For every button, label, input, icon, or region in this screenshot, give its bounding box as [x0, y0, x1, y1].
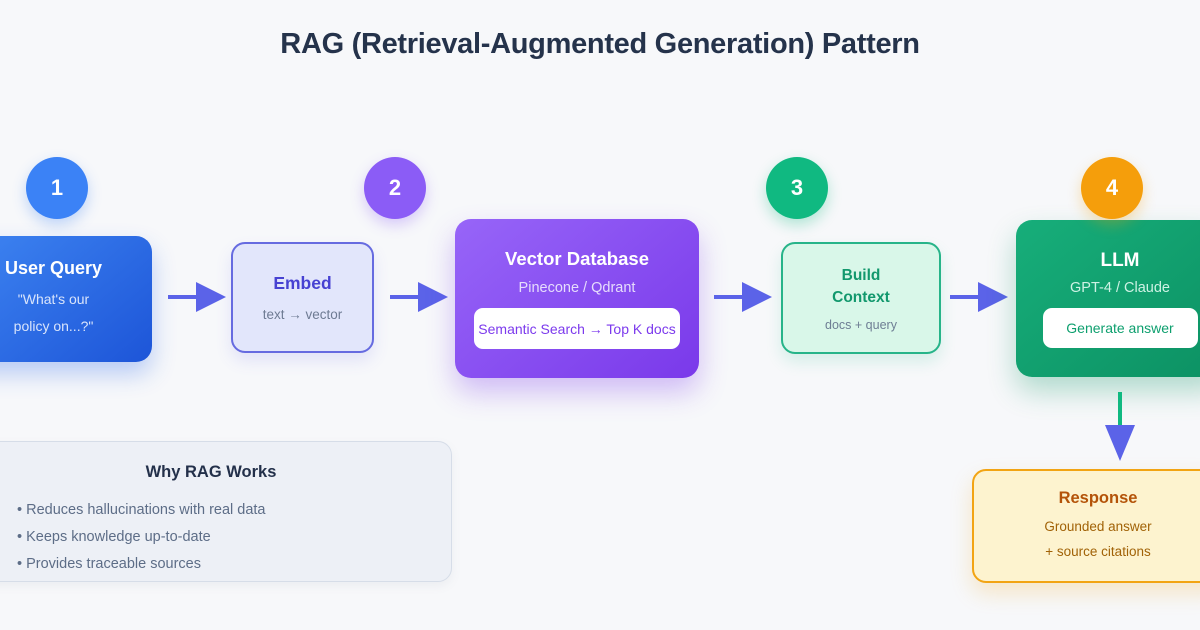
step-badge-3-number: 3: [790, 175, 804, 200]
node-llm-pill: Generate answer: [1042, 307, 1198, 348]
flow-arrow-3-icon: [714, 281, 772, 318]
node-vector-database-pill: Semantic Search → Top K docs: [474, 308, 680, 349]
why-rag-works-bullet-2: • Keeps knowledge up-to-date: [17, 529, 211, 545]
node-embed: Embed text → vector: [231, 242, 374, 353]
node-embed-title: Embed: [273, 273, 332, 293]
node-user-query-subtitle-line2: policy on...?": [13, 318, 94, 334]
node-llm: LLM GPT-4 / Claude Generate answer: [1016, 220, 1200, 377]
node-response-subtitle-line1: Grounded answer: [1044, 518, 1152, 534]
node-user-query-subtitle-line1: "What's our: [17, 291, 90, 307]
node-build-context-subtitle: docs + query: [825, 317, 897, 332]
node-llm-subtitle: GPT-4 / Claude: [1070, 279, 1170, 296]
why-rag-works-bullet-1: • Reduces hallucinations with real data: [17, 502, 266, 518]
node-build-context-title-line2: Context: [832, 288, 890, 306]
node-vector-database-title: Vector Database: [505, 248, 649, 269]
flow-arrow-1-icon: [168, 281, 226, 318]
flow-arrow-4-icon: [950, 281, 1008, 318]
step-badge-1: 1: [26, 157, 88, 219]
step-badge-2: 2: [364, 157, 426, 219]
node-build-context-title-line1: Build: [841, 266, 881, 284]
node-user-query: User Query "What's our policy on...?": [0, 236, 152, 362]
why-rag-works-bullet-3: • Provides traceable sources: [17, 556, 201, 572]
step-badge-1-number: 1: [50, 175, 64, 200]
node-build-context: Build Context docs + query: [781, 242, 941, 354]
flow-arrow-2-icon: [390, 281, 448, 318]
why-rag-works-panel: Why RAG Works • Reduces hallucinations w…: [0, 441, 452, 582]
node-vector-database: Vector Database Pinecone / Qdrant Semant…: [455, 219, 699, 378]
page-title: RAG (Retrieval-Augmented Generation) Pat…: [280, 28, 920, 60]
step-badge-3: 3: [766, 157, 828, 219]
node-response-title: Response: [1058, 488, 1138, 507]
step-badge-4: 4: [1081, 157, 1143, 219]
node-response-subtitle-line2: + source citations: [1045, 543, 1151, 559]
why-rag-works-title: Why RAG Works: [145, 463, 277, 481]
node-user-query-title: User Query: [4, 258, 103, 278]
step-badge-4-number: 4: [1105, 175, 1119, 200]
node-vector-database-subtitle: Pinecone / Qdrant: [518, 280, 636, 296]
node-embed-subtitle: text → vector: [262, 307, 343, 322]
flow-arrow-down-icon: [1103, 392, 1137, 467]
node-llm-title: LLM: [1100, 249, 1140, 271]
node-response: Response Grounded answer + source citati…: [972, 469, 1200, 583]
step-badge-2-number: 2: [388, 175, 402, 200]
